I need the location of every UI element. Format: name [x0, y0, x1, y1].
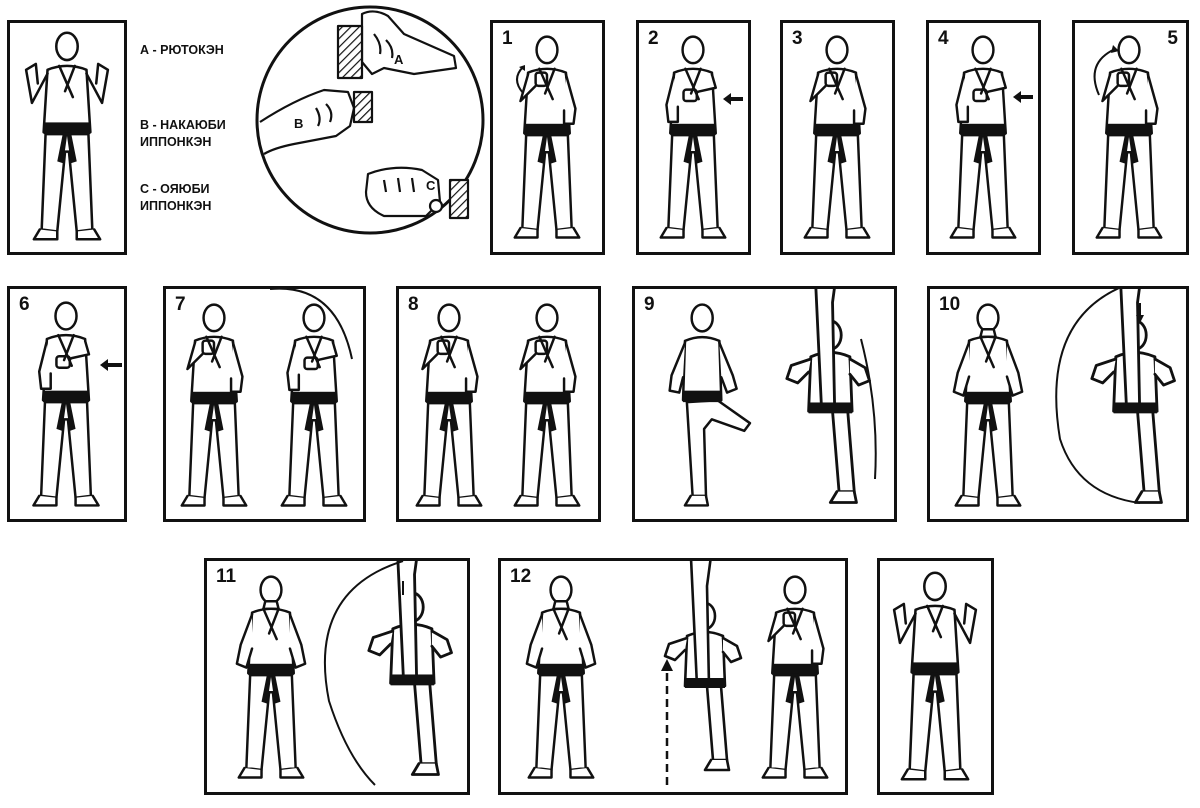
hand-strikes-inset: А В С — [254, 4, 486, 236]
inset-letter-a: А — [394, 52, 404, 67]
figure-step-12 — [525, 561, 829, 785]
step-number-2: 2 — [648, 28, 659, 49]
step-frame-3: 3 — [780, 20, 895, 255]
frame-start-pose — [7, 20, 127, 255]
step-frame-2: 2 — [636, 20, 751, 255]
step-frame-4: 4 — [926, 20, 1041, 255]
step-frame-9: 9 — [632, 286, 897, 522]
legend-label-c: С - ОЯЮБИ ИППОНКЭН — [140, 182, 212, 213]
inset-letter-c: С — [426, 178, 436, 193]
frame-end-pose — [877, 558, 994, 795]
step-frame-11: 11 — [204, 558, 470, 795]
figure-step-1 — [513, 35, 581, 239]
step-frame-8: 8 — [396, 286, 601, 522]
step-frame-7: 7 — [163, 286, 366, 522]
step-frame-10: 10 — [927, 286, 1189, 522]
step-number-10: 10 — [939, 294, 961, 315]
figure-step-4 — [949, 35, 1033, 239]
figure-step-8 — [415, 303, 581, 507]
figure-step-11 — [235, 561, 453, 786]
step-number-11: 11 — [216, 566, 237, 587]
inset-letter-b: В — [294, 116, 303, 131]
step-number-8: 8 — [408, 294, 419, 315]
figure-start-pose — [24, 31, 110, 241]
figure-step-9 — [668, 289, 877, 507]
legend-label-a: А - РЮТОКЭН — [140, 43, 224, 57]
step-frame-12: 12 — [498, 558, 848, 795]
figure-end-pose — [892, 571, 978, 781]
step-number-12: 12 — [510, 566, 532, 587]
step-number-9: 9 — [644, 294, 655, 315]
step-frame-5: 5 — [1072, 20, 1189, 255]
figure-step-6 — [32, 301, 122, 507]
hand-a-illustration — [336, 10, 458, 80]
figure-step-7 — [180, 289, 353, 507]
step-number-5: 5 — [1167, 28, 1178, 49]
figure-step-2 — [659, 35, 743, 239]
hand-c-illustration — [364, 166, 470, 220]
step-frame-6: 6 — [7, 286, 127, 522]
step-number-7: 7 — [175, 294, 186, 315]
step-number-1: 1 — [502, 28, 513, 49]
step-number-6: 6 — [19, 294, 30, 315]
hand-b-illustration — [259, 88, 374, 155]
step-number-4: 4 — [938, 28, 949, 49]
figure-step-3 — [803, 35, 871, 239]
step-number-3: 3 — [792, 28, 803, 49]
figure-step-5 — [1093, 35, 1163, 239]
figure-step-10 — [952, 289, 1176, 507]
legend-label-b: В - НАКАЮБИ ИППОНКЭН — [140, 118, 226, 149]
step-frame-1: 1 — [490, 20, 605, 255]
